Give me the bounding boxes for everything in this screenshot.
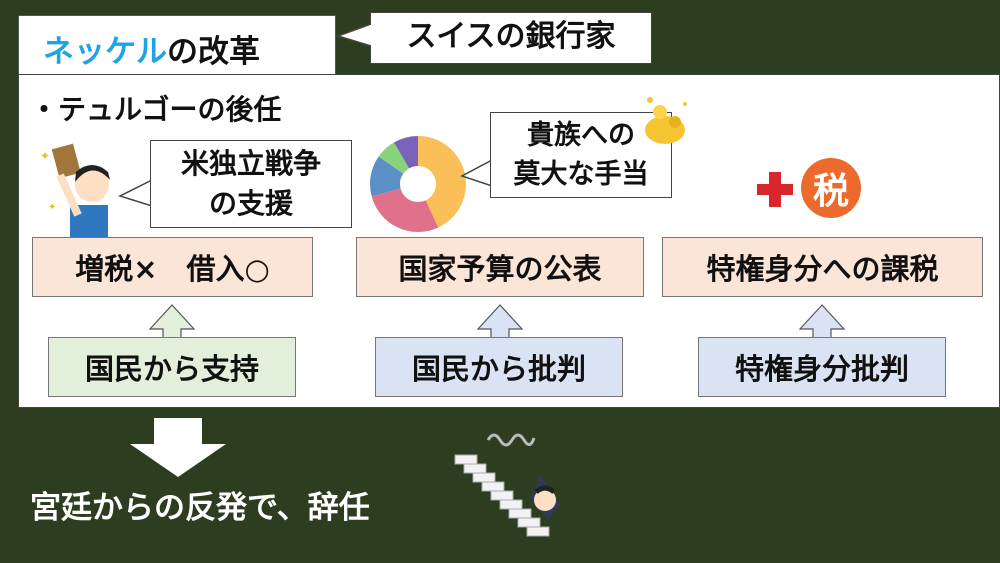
stair-step: [517, 517, 541, 528]
reaction-box-support: 国民から支持: [48, 337, 296, 397]
budget-donut-illustration: [370, 136, 467, 232]
war-callout-line2: の支援: [208, 187, 293, 220]
plus-icon: [757, 172, 793, 207]
stair-step: [454, 454, 478, 465]
nobles-callout-line2: 莫大な手当: [513, 159, 649, 190]
stair-step: [463, 463, 487, 474]
title-callout-tail-cover: [370, 25, 373, 45]
person-raising-envelope-illustration: ✦ ✦: [40, 143, 110, 240]
reaction-box-privileged-criticism: 特権身分批判: [698, 337, 946, 397]
nobles-callout-line1: 貴族への: [527, 120, 635, 151]
stair-step: [526, 526, 550, 537]
policy-box-privileged-tax: 特権身分への課税: [662, 237, 983, 297]
nobles-callout: 貴族への 莫大な手当: [490, 112, 672, 198]
falling-down-stairs-illustration: [454, 433, 560, 537]
donut-slice: [394, 136, 418, 169]
stair-step: [481, 481, 505, 492]
stair-step: [508, 508, 532, 519]
reaction-box-criticism: 国民から批判: [375, 337, 623, 397]
tax-icon: 税: [801, 158, 861, 218]
stair-step: [472, 472, 496, 483]
war-callout: 米独立戦争 の支援: [150, 140, 352, 228]
svg-text:✦: ✦: [48, 202, 56, 213]
gold-coins-icon: [645, 97, 687, 144]
title-callout: スイスの銀行家: [370, 12, 652, 64]
bullet-text: ・テュルゴーの後任: [30, 93, 282, 126]
title-highlight: ネッケル: [43, 34, 167, 70]
donut-slice: [418, 136, 467, 228]
donut-slice: [378, 142, 409, 174]
policy-box-borrowing: 増税× 借入○: [32, 237, 313, 297]
title-rest: の改革: [167, 34, 260, 70]
svg-text:✦: ✦: [40, 149, 50, 163]
conclusion-text: 宮廷からの反発で、辞任: [30, 490, 370, 526]
slide-title: ネッケルの改革: [18, 15, 336, 75]
down-arrow-icon: [130, 418, 226, 477]
policy-box-budget: 国家予算の公表: [356, 237, 644, 297]
stair-step: [499, 499, 523, 510]
donut-slice: [370, 156, 404, 197]
stair-step: [490, 490, 514, 501]
donut-slice: [371, 188, 439, 232]
war-callout-line1: 米独立戦争: [180, 147, 321, 180]
